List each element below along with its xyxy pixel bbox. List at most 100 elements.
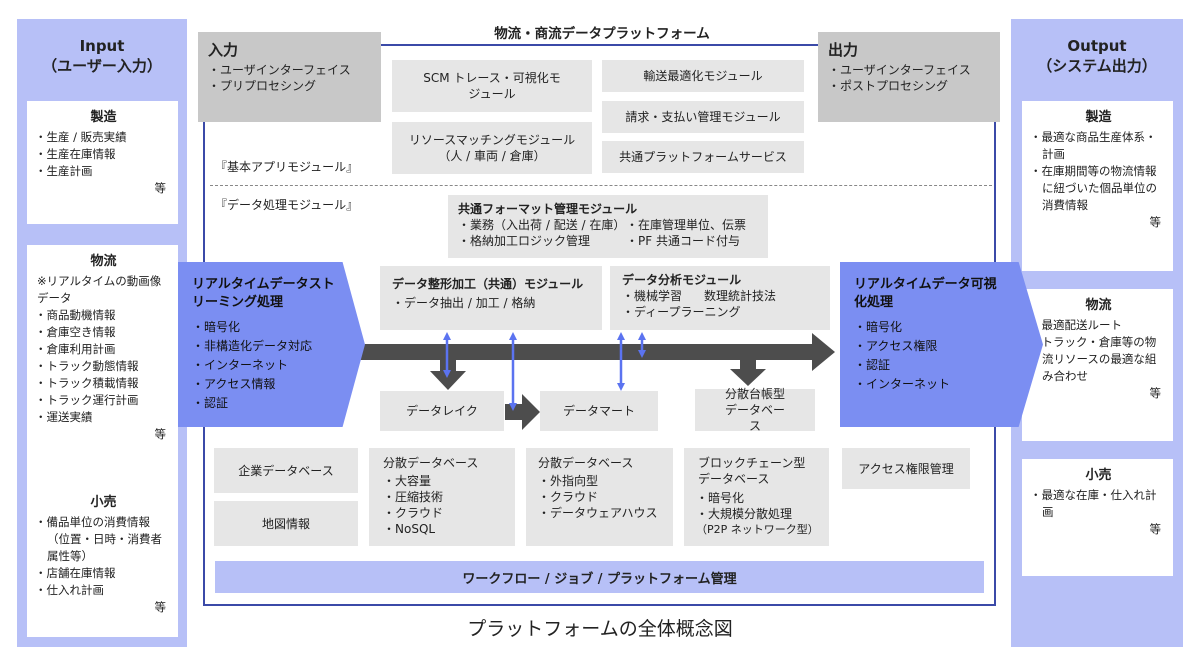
card-title: 小売 [1085,468,1112,483]
section-divider [210,185,992,186]
blockchain-db: ブロックチェーン型データベース 暗号化 大規模分散処理 （P2P ネットワーク型… [684,448,829,546]
app-module-transport: 輸送最適化モジュール [602,60,804,92]
list-item: トラック・倉庫等の物流リソースの最適な組み合わせ [1032,334,1165,385]
list-item: 機械学習 [622,288,704,304]
blue-link-head [509,403,517,411]
box-title: 入力 [208,41,239,59]
db-note: （P2P ネットワーク型） [696,523,819,536]
list-item: クラウド [383,505,501,521]
db-title: ブロックチェーン型データベース [698,456,806,486]
card-title: 製造 [90,110,117,125]
platform-output-box: 出力 ユーザインターフェイス ポストプロセシング [818,32,1000,122]
distributed-db-1: 分散データベース 大容量 圧縮技術 クラウド NoSQL [369,448,515,546]
list-item: 在庫期間等の物流情報に紐づいた個品単位の消費情報 [1032,163,1165,214]
block-title: リアルタイムデータ可視化処理 [854,277,997,310]
list-item: インターネット [854,375,1035,394]
list-item: 最適な商品生産体系・計画 [1032,129,1165,163]
app-module-billing: 請求・支払い管理モジュール [602,101,804,133]
blue-link-head [638,350,646,358]
rt-streaming-block: リアルタイムデータストリーミング処理 暗号化 非構造化データ対応 インターネット… [178,262,365,427]
output-title-jp: （システム出力） [1037,57,1157,75]
etc-label: 等 [154,181,167,195]
list-item: 暗号化 [192,318,357,337]
card-title: 物流 [1085,298,1112,313]
etc-label: 等 [154,600,167,614]
list-item: 業務（入出荷 / 配送 / 在庫） [458,217,626,233]
etc-label: 等 [1149,386,1162,400]
list-item: 運送実績 [37,409,170,426]
data-lake-box: データレイク [380,391,504,431]
list-item: 仕入れ計画 [37,582,170,599]
blue-link-head [617,383,625,391]
card-title: 物流 [90,254,117,269]
input-retail-card: 小売 備品単位の消費情報（位置・日時・消費者属性等） 店舗在庫情報 仕入れ計画 … [27,486,178,637]
app-module-label: 『基本アプリモジュール』 [215,160,359,174]
module-title: データ分析モジュール [622,273,742,287]
list-item: ポストプロセシング [828,78,990,94]
list-item: 大規模分散処理 [696,506,817,522]
data-mart-box: データマート [540,391,658,431]
list-item: 生産 / 販売実績 [37,129,170,146]
blue-link-head [443,332,451,340]
output-retail-card: 小売 最適な在庫・仕入れ計画 等 [1022,459,1173,576]
input-column: Input （ユーザー入力） 製造 生産 / 販売実績 生産在庫情報 生産計画 … [17,19,187,647]
output-column: Output （システム出力） 製造 最適な商品生産体系・計画 在庫期間等の物流… [1011,19,1183,647]
list-item: 倉庫利用計画 [37,341,170,358]
corporate-db-box: 企業データベース [214,448,358,493]
box-title: 出力 [828,41,859,59]
db-title: 分散データベース [538,456,634,470]
distributed-db-2: 分散データベース 外指向型 クラウド データウェアハウス [526,448,673,546]
app-module-matching: リソースマッチングモジュール（人 / 車両 / 倉庫） [392,122,592,174]
list-item: ディープラーニング [622,304,818,320]
platform-title: 物流・商流データプラットフォーム [452,24,752,44]
list-item: 認証 [192,394,357,413]
list-item: 外指向型 [538,473,661,489]
list-item: 生産計画 [37,163,170,180]
list-item: トラック積載情報 [37,375,170,392]
list-item: NoSQL [383,521,501,537]
list-item: プリプロセシング [208,78,371,94]
access-control-box: アクセス権限管理 [842,448,970,489]
list-item: データ抽出 / 加工 / 格納 [392,295,590,311]
module-title: データ整形加工（共通）モジュール [392,277,584,291]
input-title-en: Input [79,37,125,55]
lake-to-mart-arrow [505,394,540,430]
list-item: 暗号化 [854,318,1035,337]
list-item: 圧縮技術 [383,489,501,505]
down-arrow-ledger [730,360,766,386]
output-logistics-card: 物流 最適配送ルート トラック・倉庫等の物流リソースの最適な組み合わせ 等 [1022,289,1173,441]
etc-label: 等 [154,427,167,441]
card-title: 製造 [1085,110,1112,125]
list-item: アクセス情報 [192,375,357,394]
input-manufacturing-card: 製造 生産 / 販売実績 生産在庫情報 生産計画 等 [27,101,178,224]
list-item: 大容量 [383,473,501,489]
workflow-bar: ワークフロー / ジョブ / プラットフォーム管理 [215,561,984,593]
card-title: 小売 [90,495,117,510]
blue-link-head [638,332,646,340]
output-title-en: Output [1067,37,1127,55]
blue-link-head [617,332,625,340]
block-title: リアルタイムデータストリーミング処理 [192,277,335,310]
list-item: データウェアハウス [538,505,661,521]
logistics-note: ※リアルタイムの動画像データ [37,274,162,305]
app-module-common-service: 共通プラットフォームサービス [602,141,804,173]
rt-visualization-block: リアルタイムデータ可視化処理 暗号化 アクセス権限 認証 インターネット [840,262,1043,427]
list-item: トラック運行計画 [37,392,170,409]
list-item: PF 共通コード付与 [626,233,746,249]
list-item: ユーザインターフェイス [828,62,990,78]
figure-caption: プラットフォームの全体概念図 [467,618,733,640]
map-info-box: 地図情報 [214,501,358,546]
output-manufacturing-card: 製造 最適な商品生産体系・計画 在庫期間等の物流情報に紐づいた個品単位の消費情報… [1022,101,1173,271]
data-module-label: 『データ処理モジュール』 [215,198,359,212]
list-item: ユーザインターフェイス [208,62,371,78]
module-title: 共通フォーマット管理モジュール [458,202,638,216]
list-item: アクセス権限 [854,337,1035,356]
list-item: 暗号化 [696,490,817,506]
etc-label: 等 [1149,215,1162,229]
list-item: 最適配送ルート [1032,317,1165,334]
list-item: 備品単位の消費情報（位置・日時・消費者属性等） [37,514,170,565]
distributed-ledger-box: 分散台帳型データベース [695,387,815,433]
list-item: 生産在庫情報 [37,146,170,163]
list-item: 格納加工ロジック管理 [458,233,626,249]
